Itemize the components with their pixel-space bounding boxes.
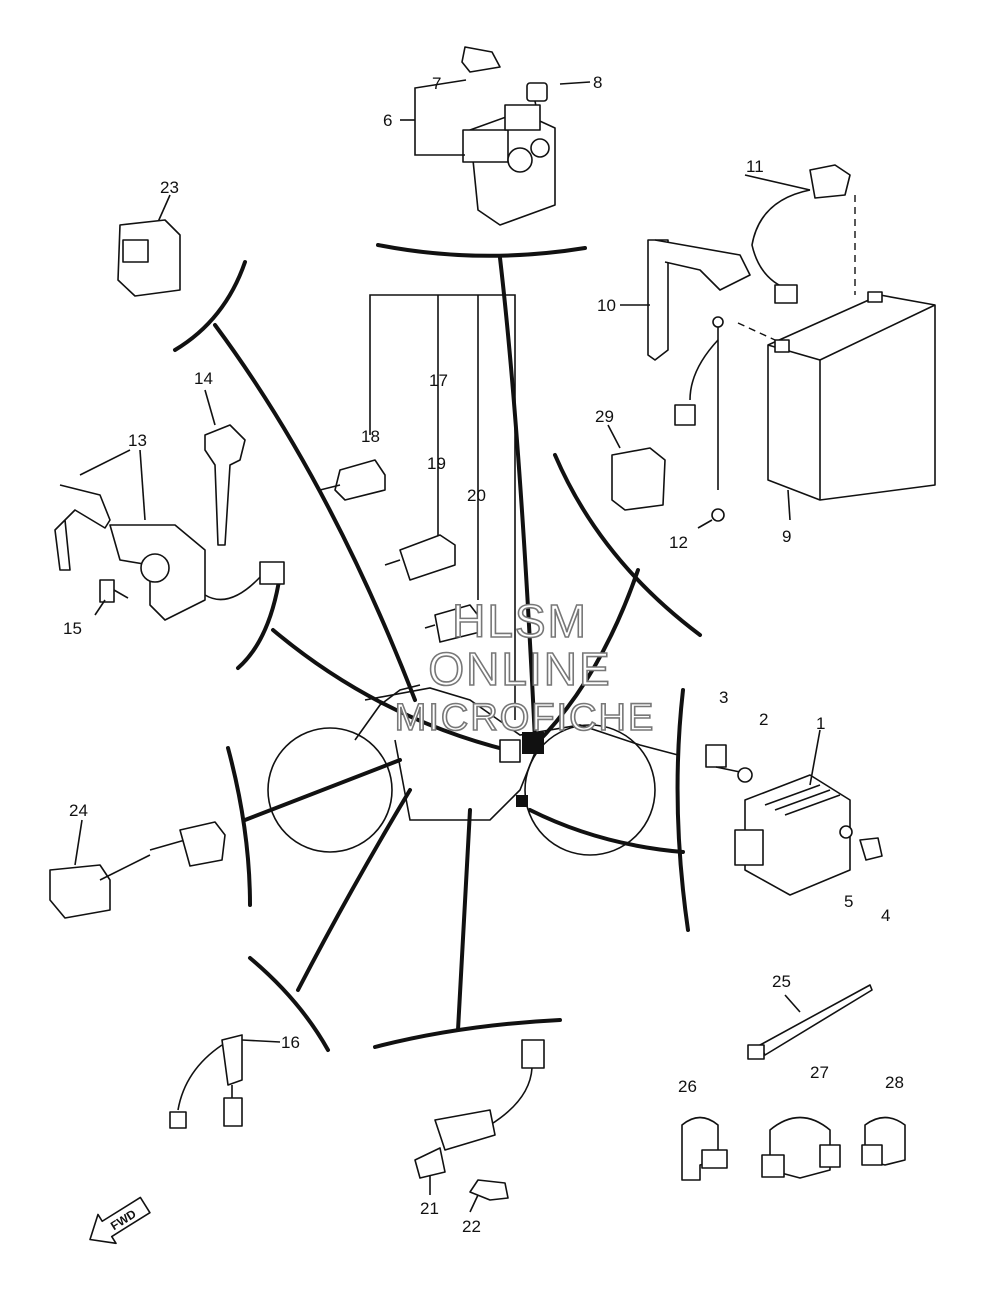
neutral-switch-icon: [169, 1034, 281, 1129]
starter-relay-icon: [400, 46, 591, 226]
fwd-arrow-icon: FWD: [89, 1196, 151, 1245]
part-number-16: 16: [281, 1033, 300, 1052]
part-number-24: 24: [69, 801, 88, 820]
key-icon: [204, 389, 246, 546]
battery-icon: [737, 195, 936, 521]
part-number-7: 7: [432, 74, 441, 93]
part-number-11: 11: [746, 157, 764, 176]
part-number-22: 22: [462, 1217, 481, 1236]
part-number-13: 13: [128, 431, 147, 450]
part-number-15: 15: [63, 619, 82, 638]
part-number-4: 4: [881, 906, 890, 925]
relay-29-icon: [607, 424, 666, 511]
watermark-line-2: ONLINE: [428, 643, 611, 695]
part-number-1: 1: [816, 714, 825, 733]
screw-15-icon: [94, 579, 129, 616]
part-number-6: 6: [383, 111, 392, 130]
watermark-line-3: MICROFICHE: [395, 697, 656, 739]
part-number-28: 28: [885, 1073, 904, 1092]
bolt-22-icon: [469, 1179, 509, 1213]
part-number-10: 10: [597, 296, 616, 315]
fuse-icon: [319, 294, 516, 720]
watermark: HLSM ONLINE MICROFICHE: [394, 594, 656, 740]
cable-tie-icon: [747, 984, 873, 1060]
sensor-21-icon: [414, 1039, 545, 1195]
clamp-28-icon: [861, 1116, 906, 1166]
clamp-26-icon: [681, 1116, 728, 1181]
flasher-relay-icon: [117, 194, 181, 297]
motorcycle-silhouette: [267, 684, 679, 856]
rectifier-regulator-icon: [705, 729, 883, 896]
negative-lead-icon: [674, 316, 725, 529]
part-number-2: 2: [759, 710, 768, 729]
watermark-line-1: HLSM: [452, 595, 588, 647]
part-number-12: 12: [669, 533, 688, 552]
part-number-26: 26: [678, 1077, 697, 1096]
sensor-24-icon: [49, 819, 226, 919]
part-number-20: 20: [467, 486, 486, 505]
part-number-17: 17: [429, 371, 448, 390]
harness-leader-lines: [173, 243, 702, 1052]
part-number-21: 21: [420, 1199, 439, 1218]
part-number-25: 25: [772, 972, 791, 991]
part-number-29: 29: [595, 407, 614, 426]
part-number-3: 3: [719, 688, 728, 707]
part-number-14: 14: [194, 369, 213, 388]
clamp-27-icon: [761, 1116, 841, 1179]
battery-lead-icon: [744, 164, 851, 304]
part-number-18: 18: [361, 427, 380, 446]
part-number-23: 23: [160, 178, 179, 197]
part-number-9: 9: [782, 527, 791, 546]
part-number-27: 27: [810, 1063, 829, 1082]
battery-band-icon: [620, 239, 751, 361]
part-number-labels: 1 2 3 4 5 6 7 8 9 10 11 12 13 14 15 16 1…: [63, 73, 904, 1236]
part-number-5: 5: [844, 892, 853, 911]
part-number-19: 19: [427, 454, 446, 473]
main-switch-icon: [54, 449, 285, 621]
part-number-8: 8: [593, 73, 602, 92]
